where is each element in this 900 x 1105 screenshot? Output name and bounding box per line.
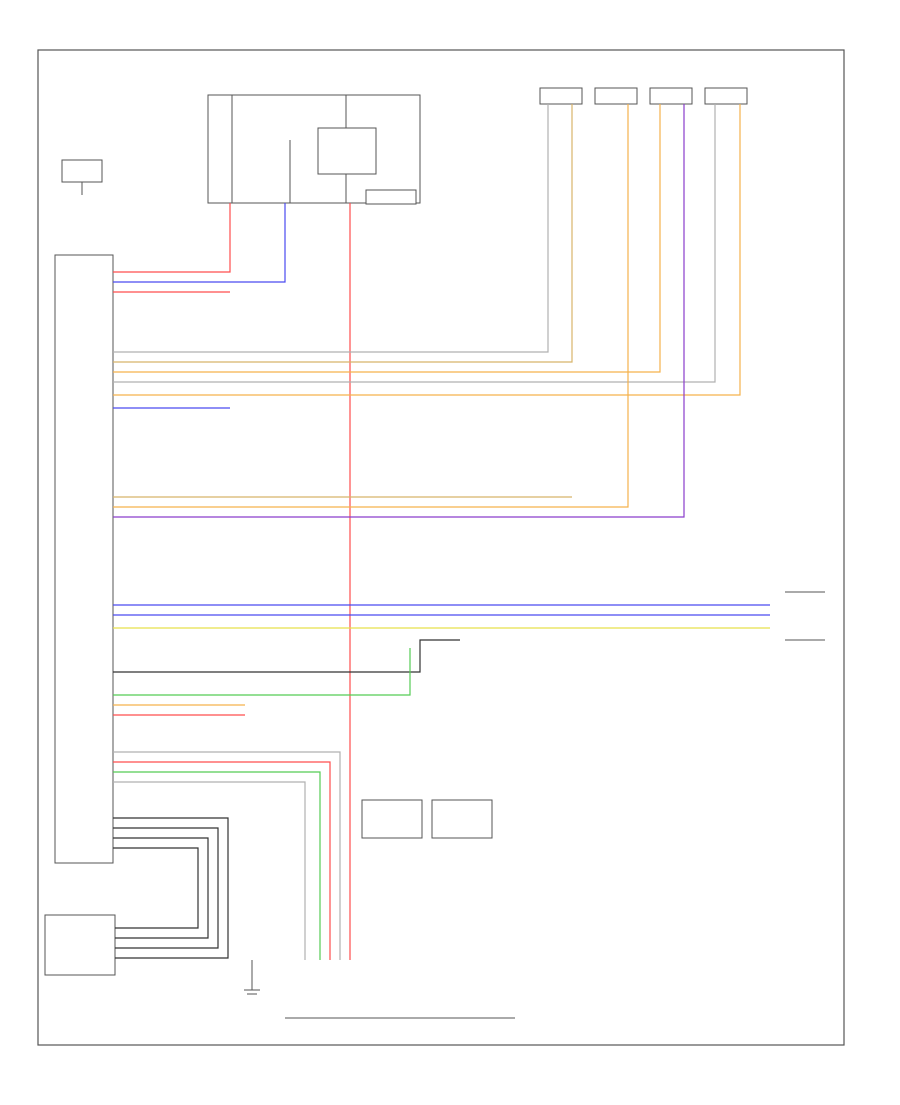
- wire-spk-2a: [113, 104, 661, 373]
- wire-blk-2: [113, 827, 219, 949]
- gps-module: [61, 159, 103, 195]
- display-module: [785, 591, 825, 641]
- speaker-2: [594, 87, 638, 105]
- wire-disp-black: [113, 639, 460, 673]
- antenna-right: [431, 799, 493, 839]
- speaker-3: [649, 87, 693, 105]
- wire-low-3: [113, 771, 321, 960]
- wire-layer: [113, 104, 770, 960]
- audio-module: [54, 254, 114, 864]
- lower-connector: [44, 914, 116, 976]
- speaker-group: [539, 87, 748, 105]
- wire-power-blue: [113, 203, 286, 283]
- wire-blk-4: [113, 847, 199, 929]
- wire-blk-1: [113, 817, 229, 959]
- diagram-border: [37, 49, 845, 1046]
- antenna-left: [361, 799, 423, 839]
- wire-blk-3: [113, 837, 209, 939]
- ground-point: [244, 960, 260, 995]
- wire-mid-3: [113, 104, 685, 518]
- wire-low-4: [113, 781, 306, 960]
- wire-power-red: [113, 203, 231, 273]
- wire-spk-1b: [113, 104, 573, 363]
- wire-low-1: [113, 751, 341, 960]
- speaker-1: [539, 87, 583, 105]
- wire-green: [113, 648, 411, 696]
- antenna-modules: [361, 799, 493, 839]
- wire-spk-3a: [113, 104, 741, 396]
- wire-low-2: [113, 761, 331, 960]
- wire-spk-1a: [113, 104, 549, 353]
- wire-mid-2: [113, 104, 629, 508]
- speaker-4: [704, 87, 748, 105]
- fuse-relay-box: [207, 94, 421, 205]
- wire-spk-2b: [113, 104, 716, 383]
